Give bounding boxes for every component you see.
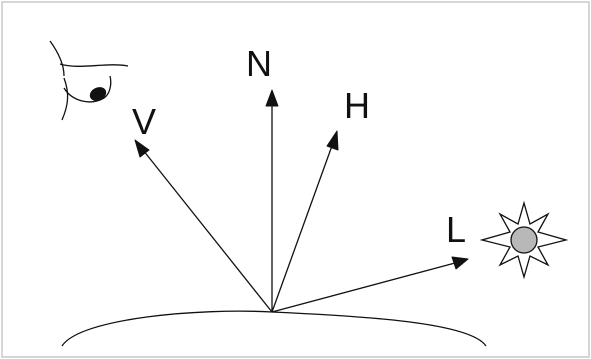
normal-vector-label: N (246, 43, 272, 84)
sun-core (510, 226, 538, 254)
light-vector-label: L (446, 209, 466, 250)
view-vector (134, 139, 273, 313)
halfway-vector (271, 130, 339, 313)
halfway-vector-shaft (271, 142, 334, 313)
view-vector-shaft (142, 149, 273, 313)
halfway-vector-arrowhead (326, 130, 339, 151)
normal-vector-arrowhead (265, 89, 279, 107)
light-vector (271, 256, 469, 313)
sun-icon (479, 200, 569, 280)
eye-pupil (89, 87, 107, 101)
normal-vector (265, 89, 279, 312)
halfway-vector-label: H (344, 85, 370, 126)
light-vector-shaft (271, 262, 456, 313)
eye-icon (49, 40, 129, 121)
light-vector-arrowhead (451, 256, 469, 270)
view-vector-label: V (132, 101, 156, 142)
view-vector-arrowhead (134, 139, 150, 158)
